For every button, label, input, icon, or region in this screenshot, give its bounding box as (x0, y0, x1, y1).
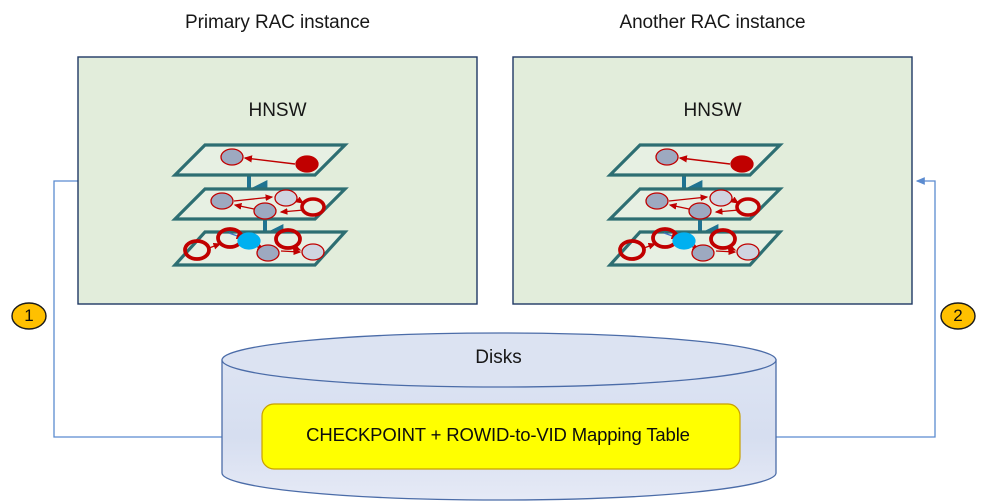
hnsw-layer-0 (606, 227, 784, 267)
hnsw-graphic-primary (171, 143, 349, 267)
panel-primary (77, 56, 478, 305)
hnsw-node (688, 202, 712, 220)
hnsw-node (253, 202, 277, 220)
hnsw-node (220, 148, 244, 166)
hnsw-node (709, 228, 737, 250)
hnsw-layer-2 (606, 143, 784, 177)
step-2-badge (940, 302, 976, 330)
hnsw-layer-1 (171, 187, 349, 221)
hnsw-node (274, 228, 302, 250)
hnsw-node (183, 239, 211, 261)
checkpoint-table-box[interactable] (261, 403, 741, 470)
hnsw-query-node (672, 232, 696, 250)
hnsw-node (618, 239, 646, 261)
cylinder-top (221, 332, 777, 388)
hnsw-layer-0 (171, 227, 349, 267)
hnsw-node (301, 243, 325, 261)
hnsw-entry-node (730, 155, 754, 173)
hnsw-node (655, 148, 679, 166)
hnsw-node (735, 197, 761, 217)
hnsw-node (691, 244, 715, 262)
hnsw-node (300, 197, 326, 217)
hnsw-layer-2 (171, 143, 349, 177)
hnsw-node (210, 192, 234, 210)
hnsw-entry-node (295, 155, 319, 173)
step-2-label: 2 (953, 306, 963, 325)
panel-title-primary: Primary RAC instance (185, 12, 370, 33)
hnsw-node (256, 244, 280, 262)
hnsw-node (645, 192, 669, 210)
hnsw-node (274, 189, 298, 207)
hnsw-layer-1 (606, 187, 784, 221)
panel-another (512, 56, 913, 305)
step-1-label: 1 (24, 306, 34, 325)
hnsw-graphic-another (606, 143, 784, 267)
hnsw-node (736, 243, 760, 261)
panel-title-another: Another RAC instance (619, 12, 806, 33)
hnsw-label-another: HNSW (683, 100, 742, 121)
disks-label: Disks (475, 347, 522, 368)
connector-read (740, 177, 936, 438)
hnsw-label-primary: HNSW (248, 100, 307, 121)
step-1-badge (11, 302, 47, 330)
hnsw-node (709, 189, 733, 207)
connector-write (53, 180, 258, 441)
hnsw-query-node (237, 232, 261, 250)
checkpoint-table-label: CHECKPOINT + ROWID-to-VID Mapping Table (306, 424, 690, 445)
